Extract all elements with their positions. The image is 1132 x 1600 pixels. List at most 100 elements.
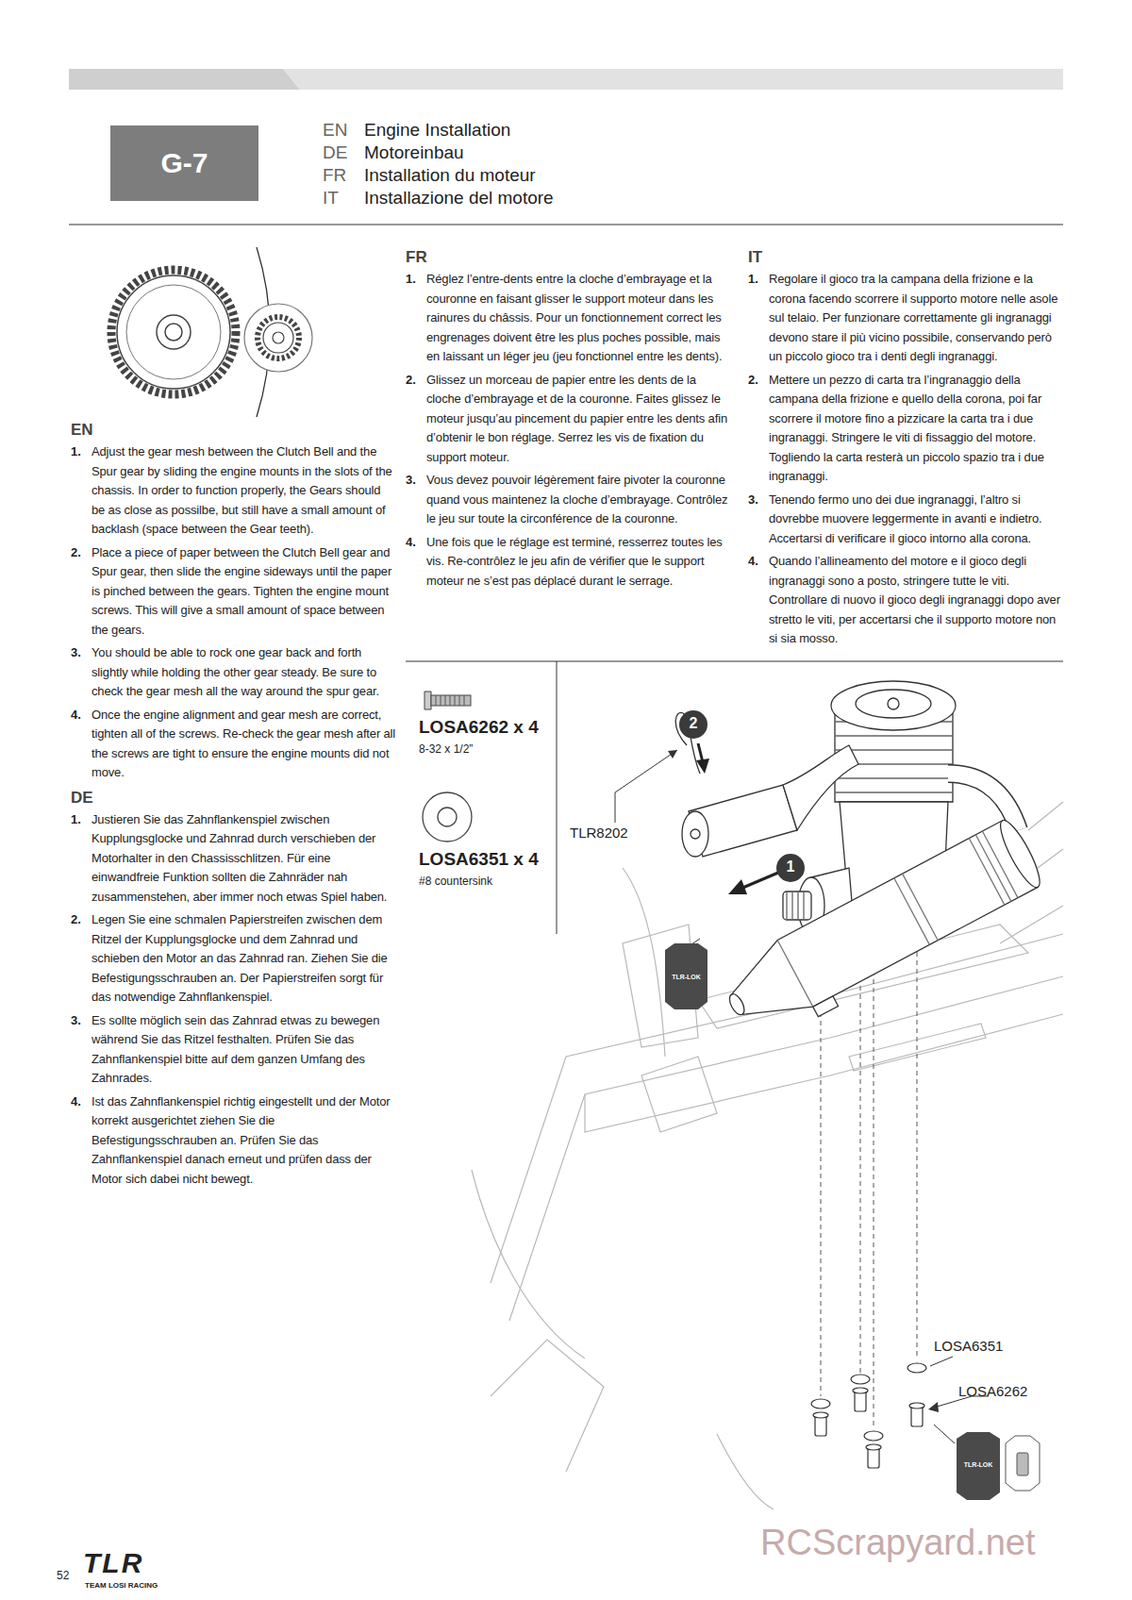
chassis [471, 801, 1064, 1510]
step-text: Justieren Sie das Zahnflankenspiel zwisc… [91, 810, 397, 908]
step-number: 1. [70, 442, 92, 540]
step-number: 2. [70, 910, 92, 1008]
instruction-step: 1.Adjust the gear mesh between the Clutc… [70, 442, 397, 540]
part-number: LOSA6351 x 4 [418, 849, 539, 870]
instruction-step: 3.You should be able to rock one gear ba… [70, 643, 397, 702]
arrow-head [928, 1401, 939, 1413]
step-text: Es sollte möglich sein das Zahnrad etwas… [91, 1011, 397, 1089]
section-title: Installazione del motore [364, 187, 554, 209]
step-text: Ist das Zahnflankenspiel richtig eingest… [91, 1092, 397, 1190]
washer-icon [422, 792, 472, 842]
step-text: You should be able to rock one gear back… [91, 643, 397, 702]
rule-line [405, 661, 1064, 663]
step-text: Legen Sie eine schmalen Papierstreifen z… [91, 910, 397, 1008]
page-number: 52 [56, 1569, 69, 1583]
step-number: 3. [70, 643, 92, 702]
text-column: IT 1.Regolare il gioco tra la campana del… [748, 242, 1065, 653]
step-text: Adjust the gear mesh between the Clutch … [91, 442, 397, 540]
section-title: Engine Installation [364, 119, 511, 141]
brand-name: TEAM LOSI RACING [84, 1581, 158, 1590]
step-number: 2. [405, 370, 427, 468]
instruction-step: 3.Vous devez pouvoir légèrement faire pi… [405, 470, 732, 530]
step-number: G-7 [160, 147, 208, 180]
leader-line [930, 1356, 953, 1366]
step-text: Regolare il gioco tra la campana della f… [768, 269, 1065, 367]
instruction-step: 2.Glissez un morceau de papier entre les… [405, 370, 732, 468]
language-heading: FR [405, 248, 732, 267]
instruction-step: 2.Place a piece of paper between the Clu… [70, 543, 397, 641]
text-column: FR 1.Réglez l’entre-dents entre la cloche… [405, 242, 732, 595]
threadlock-label: TLR-LOK [956, 1461, 1000, 1469]
language-code: FR [322, 165, 347, 186]
bottle-icon [1016, 1452, 1029, 1476]
rule-line [68, 223, 1064, 225]
step-number: 3. [405, 470, 427, 530]
watermark: RCScrapyard.net [760, 1522, 1035, 1565]
text-column: EN1.Adjust the gear mesh between the Clu… [70, 415, 397, 1193]
arrow-head [696, 758, 710, 774]
part-number: TLR8202 [569, 824, 629, 841]
step-text: Vous devez pouvoir légèrement faire pivo… [426, 470, 732, 530]
language-code: IT [322, 187, 339, 209]
direction-arrow [698, 743, 703, 763]
instruction-step: 1.Justieren Sie das Zahnflankenspiel zwi… [70, 810, 397, 908]
language-code: EN [322, 119, 348, 141]
instruction-step: 1.Regolare il gioco tra la campana della… [748, 269, 1065, 367]
step-number: 1. [70, 810, 92, 908]
threadlock-octagon [665, 943, 708, 1010]
gear-mesh-figure [111, 247, 313, 417]
section-title: Motoreinbau [364, 142, 465, 164]
step-number: 4. [70, 705, 92, 783]
instruction-step: 4.Once the engine alignment and gear mes… [70, 705, 397, 783]
instruction-step: 4.Ist das Zahnflankenspiel richtig einge… [70, 1092, 397, 1190]
direction-arrow [740, 872, 779, 889]
instruction-step: 3.Tenendo fermo uno dei due ingranaggi, … [748, 490, 1065, 550]
language-heading: IT [748, 248, 1065, 267]
language-code: DE [322, 142, 348, 164]
step-badge: G-7 [110, 125, 259, 201]
instruction-step: 1.Réglez l’entre-dents entre la cloche d… [405, 269, 732, 367]
part-spec: 8-32 x 1/2” [418, 743, 473, 757]
threadlock-label: TLR-LOK [665, 973, 708, 982]
language-heading: DE [70, 788, 397, 808]
section-title: Installation du moteur [364, 165, 536, 186]
callout-circle [679, 710, 708, 739]
step-number: 4. [748, 551, 769, 650]
step-number: 2. [748, 370, 769, 487]
step-number: 1. [405, 269, 427, 367]
step-text: Une fois que le réglage est terminé, res… [426, 532, 732, 592]
step-text: Once the engine alignment and gear mesh … [91, 705, 397, 783]
step-number: 3. [70, 1011, 92, 1089]
instruction-step: 4.Quando l’allineamento del motore e il … [748, 551, 1065, 650]
guide-lines [820, 943, 917, 1430]
header-band [68, 68, 300, 90]
leader-line [933, 1424, 955, 1444]
step-text: Tenendo fermo uno dei due ingranaggi, l’… [768, 490, 1065, 550]
part-number: LOSA6262 [958, 1382, 1028, 1399]
brand-logo: TLR [83, 1547, 144, 1581]
step-text: Glissez un morceau de papier entre les d… [426, 370, 732, 468]
arrow-head [728, 879, 748, 895]
arrow-head [667, 749, 678, 759]
exhaust-pipe [714, 815, 1052, 1050]
callout-circle [776, 853, 805, 883]
threadlock-octagon [956, 1431, 1000, 1500]
bottle-octagon [1005, 1435, 1040, 1491]
callout-number: 2 [679, 715, 708, 733]
header-band [283, 68, 1064, 90]
screw-icon [424, 691, 471, 710]
screws [811, 1363, 927, 1468]
part-number: LOSA6262 x 4 [418, 716, 539, 738]
step-number: 2. [70, 543, 92, 641]
step-number: 3. [748, 490, 769, 550]
step-text: Mettere un pezzo di carta tra l’ingranag… [768, 370, 1065, 487]
part-spec: #8 countersink [418, 875, 493, 889]
step-text: Réglez l’entre-dents entre la cloche d’e… [426, 269, 732, 367]
rule-line [556, 661, 558, 934]
air-filter [682, 745, 859, 857]
instruction-step: 4.Une fois que le réglage est terminé, r… [405, 532, 732, 592]
step-text: Quando l’allineamento del motore e il gi… [768, 551, 1065, 650]
part-number: LOSA6351 [933, 1337, 1003, 1354]
callout-number: 1 [776, 858, 805, 876]
